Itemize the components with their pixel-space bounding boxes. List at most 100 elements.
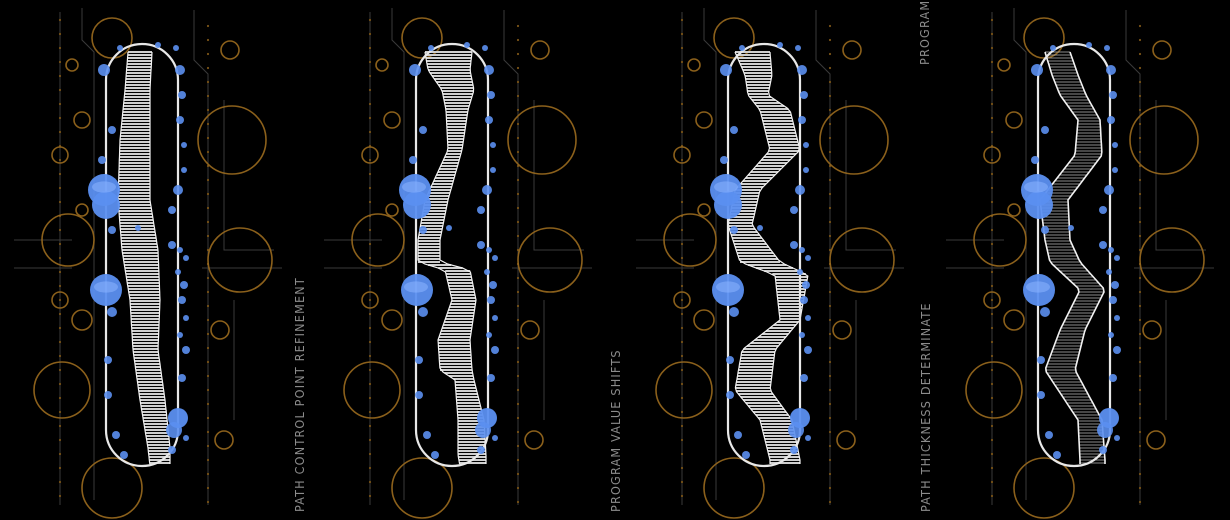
trace-line bbox=[391, 8, 405, 500]
program-node bbox=[739, 45, 745, 51]
tick-dot bbox=[990, 270, 994, 274]
tick-dot bbox=[1138, 332, 1142, 336]
tick-dot bbox=[516, 430, 520, 434]
tick-dot bbox=[58, 354, 62, 358]
node-highlight bbox=[714, 181, 738, 193]
tick-dot bbox=[516, 248, 520, 252]
node-highlight bbox=[716, 281, 740, 293]
program-node bbox=[477, 241, 485, 249]
program-node bbox=[1112, 142, 1118, 148]
program-node bbox=[168, 206, 176, 214]
tick-dot bbox=[206, 500, 210, 504]
tick-dot bbox=[1138, 108, 1142, 112]
ring-node bbox=[693, 309, 715, 331]
program-node bbox=[757, 225, 763, 231]
tick-dot bbox=[1138, 136, 1142, 140]
program-node bbox=[484, 269, 490, 275]
program-node bbox=[492, 435, 498, 441]
tick-dot bbox=[368, 494, 372, 498]
program-node bbox=[487, 91, 495, 99]
ring-node bbox=[214, 430, 234, 450]
program-node bbox=[742, 451, 750, 459]
program-node bbox=[418, 307, 428, 317]
ring-node bbox=[375, 58, 389, 72]
tick-dot bbox=[680, 494, 684, 498]
tick-dot bbox=[990, 494, 994, 498]
program-node bbox=[1114, 435, 1120, 441]
ring-node bbox=[1003, 309, 1025, 331]
ring-node bbox=[663, 213, 717, 267]
program-node bbox=[795, 185, 805, 195]
capsule-outline bbox=[104, 42, 180, 468]
tick-dot bbox=[990, 186, 994, 190]
tick-dot bbox=[58, 284, 62, 288]
tick-dot bbox=[368, 284, 372, 288]
tick-dot bbox=[206, 290, 210, 294]
tick-dot bbox=[516, 276, 520, 280]
program-node bbox=[409, 64, 421, 76]
program-node bbox=[1037, 391, 1045, 399]
capsule-outline bbox=[1036, 42, 1112, 468]
tick-dot bbox=[368, 354, 372, 358]
tick-dot bbox=[206, 332, 210, 336]
band-edge-left bbox=[1039, 51, 1081, 464]
trace-line bbox=[703, 8, 717, 500]
node-highlight bbox=[94, 281, 118, 293]
ring-node bbox=[1146, 430, 1166, 450]
program-node bbox=[797, 65, 807, 75]
ring-node bbox=[210, 320, 230, 340]
tick-dot bbox=[368, 312, 372, 316]
ring-node bbox=[73, 111, 91, 129]
tick-dot bbox=[368, 228, 372, 232]
program-node bbox=[730, 126, 738, 134]
ring-node bbox=[351, 213, 405, 267]
program-node bbox=[423, 431, 431, 439]
ring-node bbox=[1007, 203, 1021, 217]
tick-dot bbox=[58, 452, 62, 456]
program-node bbox=[489, 281, 497, 289]
tick-dot bbox=[1138, 346, 1142, 350]
tick-dot bbox=[680, 102, 684, 106]
ring-node bbox=[842, 40, 862, 60]
tick-dot bbox=[58, 382, 62, 386]
ring-node bbox=[687, 58, 701, 72]
tick-dot bbox=[368, 256, 372, 260]
tick-dot bbox=[58, 326, 62, 330]
program-node bbox=[720, 64, 732, 76]
tick-dot bbox=[58, 312, 62, 316]
band-edge-right bbox=[439, 51, 487, 464]
ring-node bbox=[524, 430, 544, 450]
program-node bbox=[173, 45, 179, 51]
ring-node bbox=[829, 227, 895, 293]
tick-dot bbox=[1138, 122, 1142, 126]
program-node bbox=[107, 307, 117, 317]
tick-dot bbox=[1138, 430, 1142, 434]
ring-node bbox=[1139, 227, 1205, 293]
tick-dot bbox=[206, 346, 210, 350]
tick-dot bbox=[516, 360, 520, 364]
tick-dot bbox=[828, 444, 832, 448]
tick-dot bbox=[1138, 276, 1142, 280]
tick-dot bbox=[516, 304, 520, 308]
tick-dot bbox=[680, 158, 684, 162]
program-node bbox=[178, 296, 186, 304]
tick-dot bbox=[828, 346, 832, 350]
tick-dot bbox=[368, 18, 372, 22]
ring-node bbox=[65, 58, 79, 72]
program-node bbox=[1114, 255, 1120, 261]
ring-node bbox=[836, 430, 856, 450]
program-node bbox=[726, 356, 734, 364]
tick-dot bbox=[828, 486, 832, 490]
tick-dot bbox=[516, 332, 520, 336]
ring-node bbox=[1005, 111, 1023, 129]
program-node bbox=[183, 435, 189, 441]
tick-dot bbox=[990, 88, 994, 92]
tick-dot bbox=[828, 178, 832, 182]
tick-dot bbox=[990, 326, 994, 330]
tick-dot bbox=[828, 136, 832, 140]
tick-dot bbox=[680, 410, 684, 414]
ring-node bbox=[81, 457, 143, 519]
tick-dot bbox=[58, 102, 62, 106]
tick-dot bbox=[828, 192, 832, 196]
tick-dot bbox=[368, 88, 372, 92]
